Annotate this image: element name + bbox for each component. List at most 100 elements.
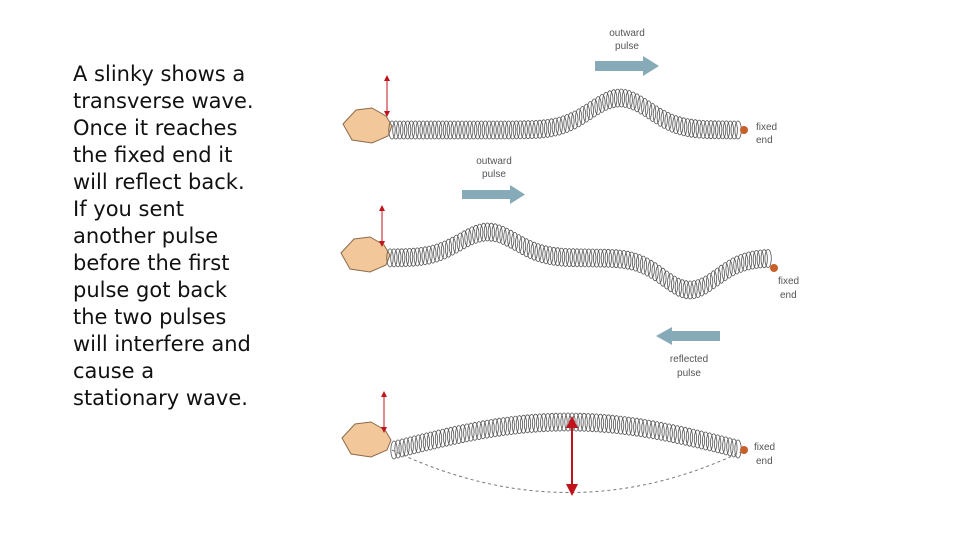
- coil-loop: [503, 416, 511, 436]
- coil-loop: [447, 426, 455, 446]
- coil-loop: [386, 248, 394, 268]
- coil-loop: [705, 432, 714, 452]
- coil-loop: [444, 238, 453, 258]
- panel-1: outward pulse fixed end: [342, 28, 777, 146]
- coil-loop: [702, 275, 710, 295]
- coil-loop: [639, 255, 648, 275]
- coil-loop: [703, 120, 711, 140]
- coil-loop: [481, 120, 489, 140]
- coil-loop: [548, 412, 556, 432]
- coil-loop: [604, 248, 612, 268]
- coil-loop: [477, 120, 485, 140]
- coil-loop: [733, 255, 741, 275]
- stationary-wave-dashed-envelope: [391, 449, 746, 493]
- coil-loop: [637, 95, 645, 115]
- coil-loop: [499, 417, 507, 437]
- coil-loop: [423, 120, 431, 140]
- coil-loop: [656, 107, 664, 127]
- coil-loop: [668, 113, 676, 133]
- coil-loop: [540, 119, 548, 139]
- coil-loop: [473, 120, 482, 140]
- coil-loop: [643, 257, 651, 277]
- coil-loop: [617, 88, 626, 108]
- coil-loop: [577, 248, 585, 268]
- hand-1: [342, 107, 393, 144]
- coil-loop: [612, 249, 620, 269]
- coil-loop: [414, 434, 422, 454]
- coil-loop: [392, 120, 400, 140]
- coil-loop: [476, 223, 484, 243]
- coil-loop: [744, 251, 753, 271]
- coil-loop: [462, 120, 470, 140]
- coil-loop: [730, 120, 738, 140]
- coil-loop: [713, 267, 722, 287]
- coil-loop: [594, 96, 602, 115]
- coil-loop: [398, 248, 406, 268]
- coil-loop: [437, 242, 445, 262]
- coil-loop: [398, 438, 406, 458]
- coil-loop: [402, 437, 410, 457]
- coil-loop: [665, 423, 673, 443]
- coil-loop: [660, 110, 668, 129]
- coil-loop: [606, 90, 614, 110]
- coil-loop: [588, 413, 596, 433]
- coil-loop: [456, 232, 464, 252]
- coil-loop: [651, 262, 659, 282]
- coil-loop: [514, 234, 523, 253]
- coil-loop: [691, 119, 699, 139]
- coil-loop: [613, 88, 622, 108]
- coil-loop: [388, 120, 396, 140]
- coil-loop: [629, 91, 637, 111]
- coil-loop: [621, 416, 629, 436]
- coil-loop: [483, 419, 491, 439]
- coil-loop: [645, 100, 653, 120]
- fixed-end-1: [740, 126, 748, 134]
- coil-loop: [637, 418, 645, 438]
- coil-loop: [523, 414, 532, 434]
- coil-loop: [633, 93, 641, 113]
- coil-loop: [418, 433, 426, 453]
- coil-loop: [532, 119, 540, 139]
- slinky-coil-1: [388, 88, 742, 140]
- coil-loop: [578, 106, 587, 125]
- coil-loop: [497, 120, 505, 140]
- coil-loop: [508, 120, 517, 140]
- coil-loop: [693, 429, 702, 449]
- coil-loop: [431, 120, 439, 140]
- coil-loop: [737, 253, 745, 273]
- coil-loop: [538, 244, 546, 264]
- coil-loop: [417, 246, 425, 266]
- coil-loop: [483, 222, 491, 242]
- coil-loop: [635, 254, 644, 273]
- coil-loop: [670, 275, 679, 295]
- coil-loop: [571, 110, 579, 130]
- coil-loop: [505, 120, 513, 140]
- coil-loop: [592, 413, 600, 433]
- coil-loop: [701, 431, 710, 451]
- fixed-label-2-line2: end: [780, 290, 797, 301]
- pulse-label-3-line2: pulse: [677, 368, 701, 379]
- coil-loop: [544, 413, 552, 432]
- coil-loop: [663, 270, 671, 290]
- coil-loop: [520, 120, 528, 140]
- coil-loop: [631, 252, 640, 272]
- coil-loop: [448, 236, 456, 256]
- coil-loop: [596, 248, 605, 268]
- coil-loop: [551, 117, 559, 137]
- coil-loop: [390, 440, 398, 460]
- coil-loop: [625, 416, 633, 436]
- coil-loop: [685, 427, 694, 447]
- coil-loop: [760, 249, 768, 269]
- coil-loop: [699, 119, 707, 139]
- coil-loop: [689, 428, 698, 448]
- coil-loop: [764, 249, 772, 268]
- coil-loop: [438, 120, 447, 140]
- coil-loop: [511, 231, 519, 251]
- coil-loop: [572, 412, 580, 432]
- coil-loop: [463, 423, 471, 443]
- coil-loop: [625, 90, 633, 109]
- coil-loop: [725, 259, 733, 279]
- coil-loop: [534, 243, 542, 263]
- coil-loop: [718, 120, 727, 140]
- coil-loop: [419, 120, 427, 140]
